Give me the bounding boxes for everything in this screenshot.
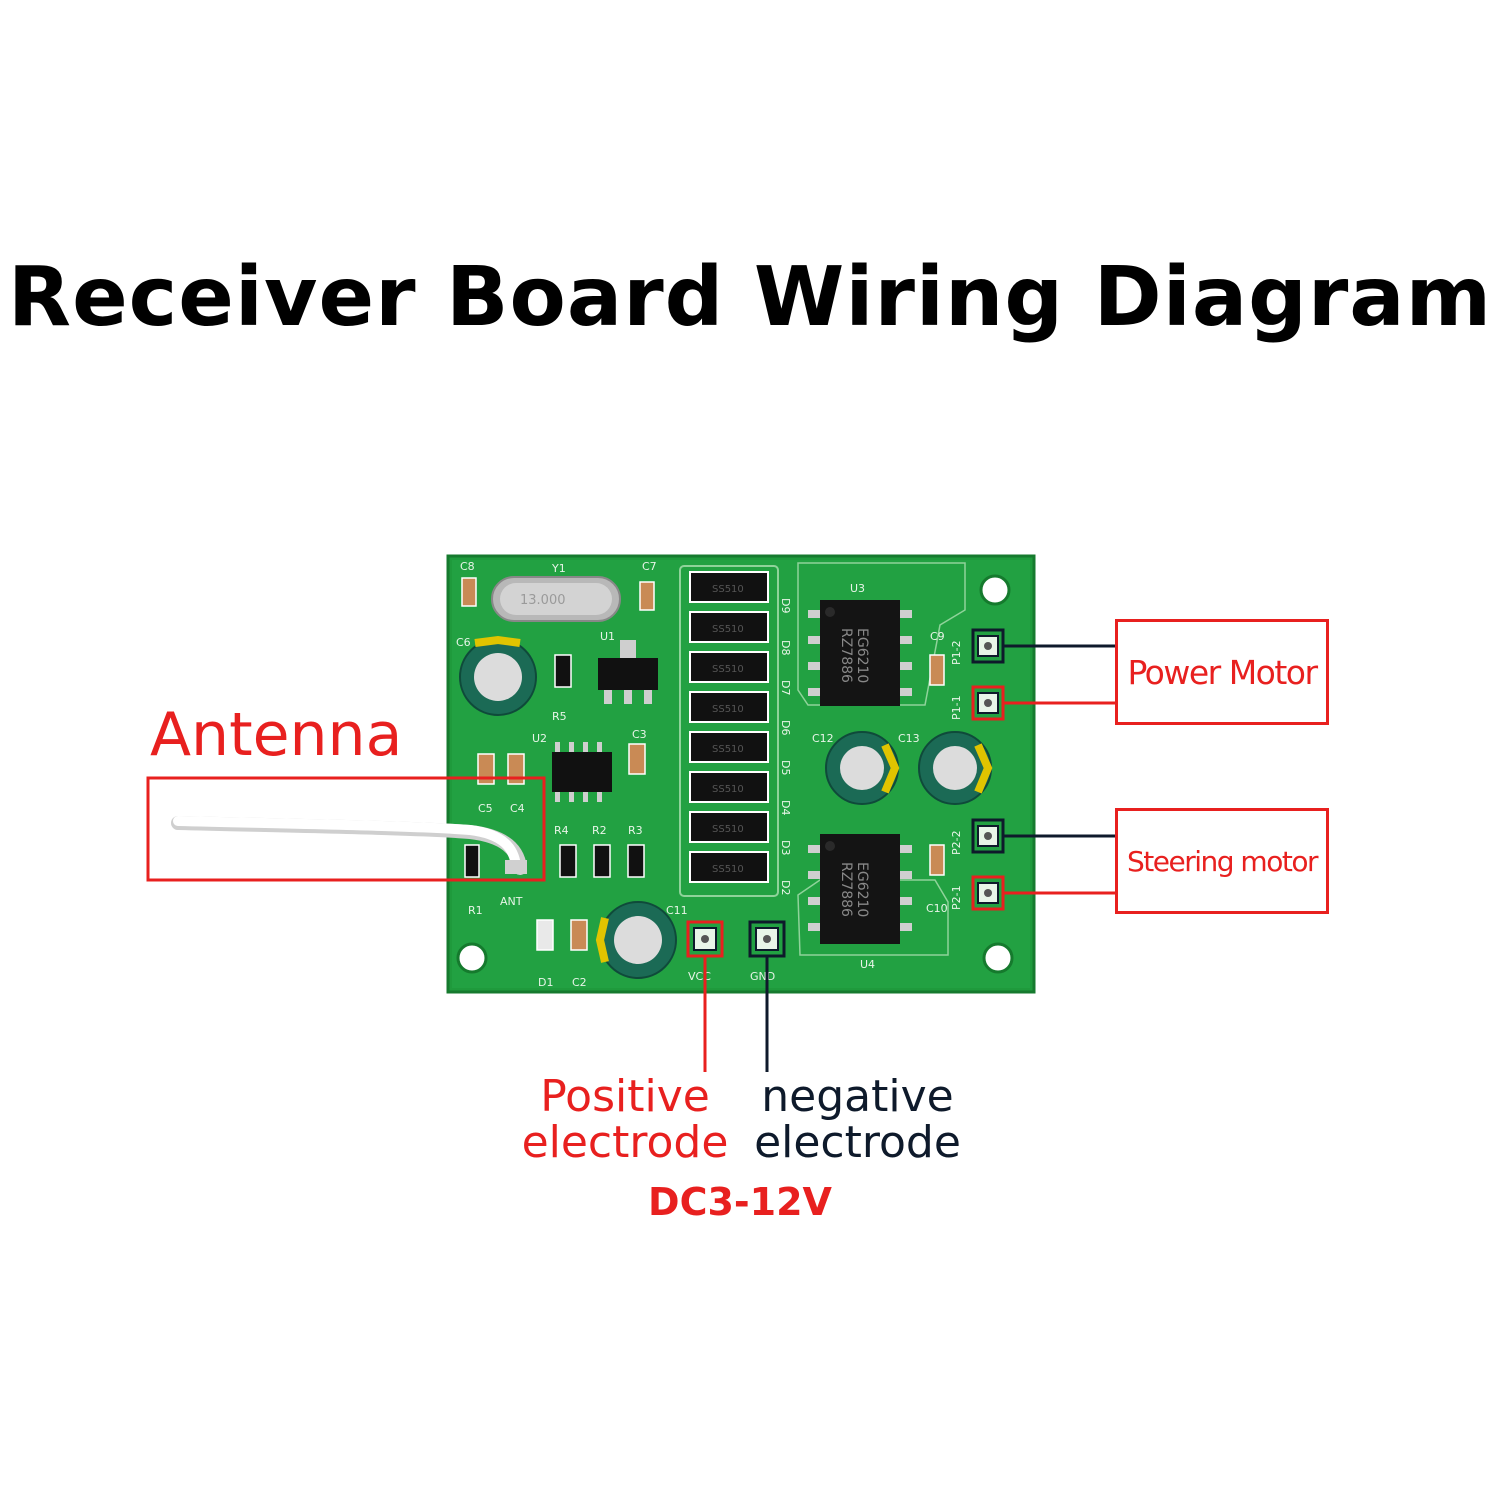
diode-mark: SS510 <box>712 744 744 755</box>
motor-driver-u3: RZ7886 EG6210 <box>808 600 912 706</box>
positive-electrode-label: Positive electrode <box>515 1074 735 1166</box>
power-motor-callout: Power Motor <box>1115 619 1329 725</box>
smd-resistor <box>627 844 645 878</box>
voltage-label: DC3-12V <box>648 1180 832 1224</box>
silk-u1: U1 <box>600 630 615 643</box>
svg-text:D1: D1 <box>538 976 553 989</box>
crystal-marking: 13.000 <box>520 593 566 608</box>
silk-u3: U3 <box>850 582 865 595</box>
svg-text:C7: C7 <box>642 560 657 573</box>
svg-text:R5: R5 <box>552 710 567 723</box>
motor-pads <box>977 635 999 904</box>
svg-text:D4: D4 <box>779 800 792 815</box>
silk-ant: ANT <box>500 895 523 908</box>
smd-capacitor <box>628 743 646 775</box>
smd-resistor <box>559 844 577 878</box>
electrolytic-capacitor <box>825 731 900 805</box>
silk-u2: U2 <box>532 732 547 745</box>
silk-p2-1: P2-1 <box>950 885 963 910</box>
svg-text:D2: D2 <box>779 880 792 895</box>
svg-text:C10: C10 <box>926 902 948 915</box>
svg-text:C6: C6 <box>456 636 471 649</box>
steering-motor-callout: Steering motor <box>1115 808 1329 914</box>
chip-marking: RZ7886 <box>838 628 854 683</box>
svg-text:D7: D7 <box>779 680 792 695</box>
svg-text:C4: C4 <box>510 802 525 815</box>
diode-mark: SS510 <box>712 624 744 635</box>
smd-resistor <box>593 844 611 878</box>
positive-electrode-line2: electrode <box>521 1117 729 1168</box>
silk-vcc: VCC <box>688 970 711 983</box>
voltage-regulator-u1 <box>598 658 658 690</box>
silk-p1-1: P1-1 <box>950 695 963 720</box>
steering-motor-label: Steering motor <box>1127 844 1318 878</box>
smd-capacitor <box>929 654 945 686</box>
steering-motor-connectors <box>971 818 1115 911</box>
positive-electrode-line1: Positive <box>540 1071 710 1122</box>
silkscreen-part-labels: C8 C7 C6 R5 C3 C5 C4 R4 R2 R3 R1 C11 D1 … <box>456 560 948 989</box>
mounting-hole <box>982 942 1014 974</box>
smd-capacitor <box>639 581 655 611</box>
mounting-hole <box>456 942 488 974</box>
svg-text:R1: R1 <box>468 904 483 917</box>
silk-y1: Y1 <box>551 562 566 575</box>
svg-text:C9: C9 <box>930 630 945 643</box>
svg-text:C2: C2 <box>572 976 587 989</box>
diode-mark: SS510 <box>712 824 744 835</box>
mounting-hole <box>979 574 1011 606</box>
antenna-wire <box>171 816 527 875</box>
svg-text:C11: C11 <box>666 904 688 917</box>
svg-text:R3: R3 <box>628 824 643 837</box>
electrolytic-capacitor <box>459 635 537 716</box>
page-title: Receiver Board Wiring Diagram <box>7 250 1493 345</box>
silk-p2-2: P2-2 <box>950 830 963 855</box>
diode-mark: SS510 <box>712 584 744 595</box>
electrolytic-capacitor <box>595 901 677 979</box>
diode-mark: SS510 <box>712 664 744 675</box>
power-motor-label: Power Motor <box>1127 652 1318 692</box>
power-motor-connectors <box>971 628 1115 721</box>
antenna-highlight-box <box>146 776 546 882</box>
diode-mark: SS510 <box>712 784 744 795</box>
chip-marking: EG6210 <box>854 862 870 917</box>
diode-mark: SS510 <box>712 864 744 875</box>
diode-markings: SS510 SS510 SS510 SS510 SS510 SS510 SS51… <box>712 584 744 875</box>
svg-text:D9: D9 <box>779 598 792 613</box>
decoder-chip-u2 <box>552 742 612 802</box>
smd-capacitor <box>461 577 477 607</box>
silk-gnd: GND <box>750 970 775 983</box>
diode-mark: SS510 <box>712 704 744 715</box>
diode-array <box>689 571 769 883</box>
chip-marking: RZ7886 <box>838 862 854 917</box>
negative-electrode-line2: electrode <box>754 1117 961 1168</box>
svg-text:C5: C5 <box>478 802 493 815</box>
pcb-board: 13.000 Y1 <box>446 554 1036 994</box>
svg-text:C12: C12 <box>812 732 834 745</box>
svg-text:D6: D6 <box>779 720 792 735</box>
svg-text:R2: R2 <box>592 824 607 837</box>
svg-text:C13: C13 <box>898 732 920 745</box>
electrolytic-capacitor <box>918 731 993 805</box>
silk-u4: U4 <box>860 958 875 971</box>
chip-marking: EG6210 <box>854 628 870 683</box>
motor-driver-u4: RZ7886 EG6210 <box>808 834 912 944</box>
svg-text:D8: D8 <box>779 640 792 655</box>
svg-text:D5: D5 <box>779 760 792 775</box>
smd-resistor <box>464 844 480 878</box>
power-pads <box>693 927 779 951</box>
svg-text:C3: C3 <box>632 728 647 741</box>
negative-electrode-line1: negative <box>761 1071 954 1122</box>
silk-p1-2: P1-2 <box>950 640 963 665</box>
svg-text:C8: C8 <box>460 560 475 573</box>
power-supply-connectors <box>686 920 786 1072</box>
antenna-label: Antenna <box>150 700 403 770</box>
smd-led <box>536 919 554 951</box>
smd-resistor <box>554 654 572 688</box>
negative-electrode-label: negative electrode <box>745 1074 970 1166</box>
svg-text:D3: D3 <box>779 840 792 855</box>
svg-text:R4: R4 <box>554 824 569 837</box>
smd-capacitor <box>570 919 588 951</box>
smd-capacitor <box>929 844 945 876</box>
